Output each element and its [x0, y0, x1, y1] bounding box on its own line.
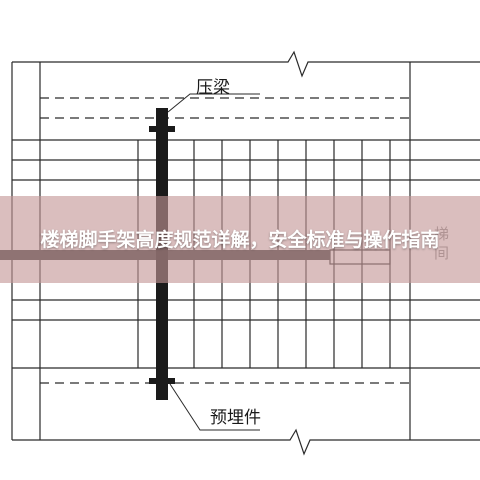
- pole-cap-top: [149, 126, 175, 132]
- leader-line-bottom: [169, 383, 260, 431]
- beam-label: 压梁: [196, 78, 230, 98]
- leader-line-top: [167, 93, 260, 113]
- embedded-part-label: 预埋件: [210, 408, 261, 428]
- top-break-line: [12, 50, 480, 78]
- banner-title: 楼梯脚手架高度规范详解，安全标准与操作指南: [40, 228, 440, 251]
- pole-cap-bottom: [149, 378, 175, 384]
- bottom-break-line: [12, 428, 480, 456]
- title-banner: 楼梯脚手架高度规范详解，安全标准与操作指南: [0, 196, 480, 283]
